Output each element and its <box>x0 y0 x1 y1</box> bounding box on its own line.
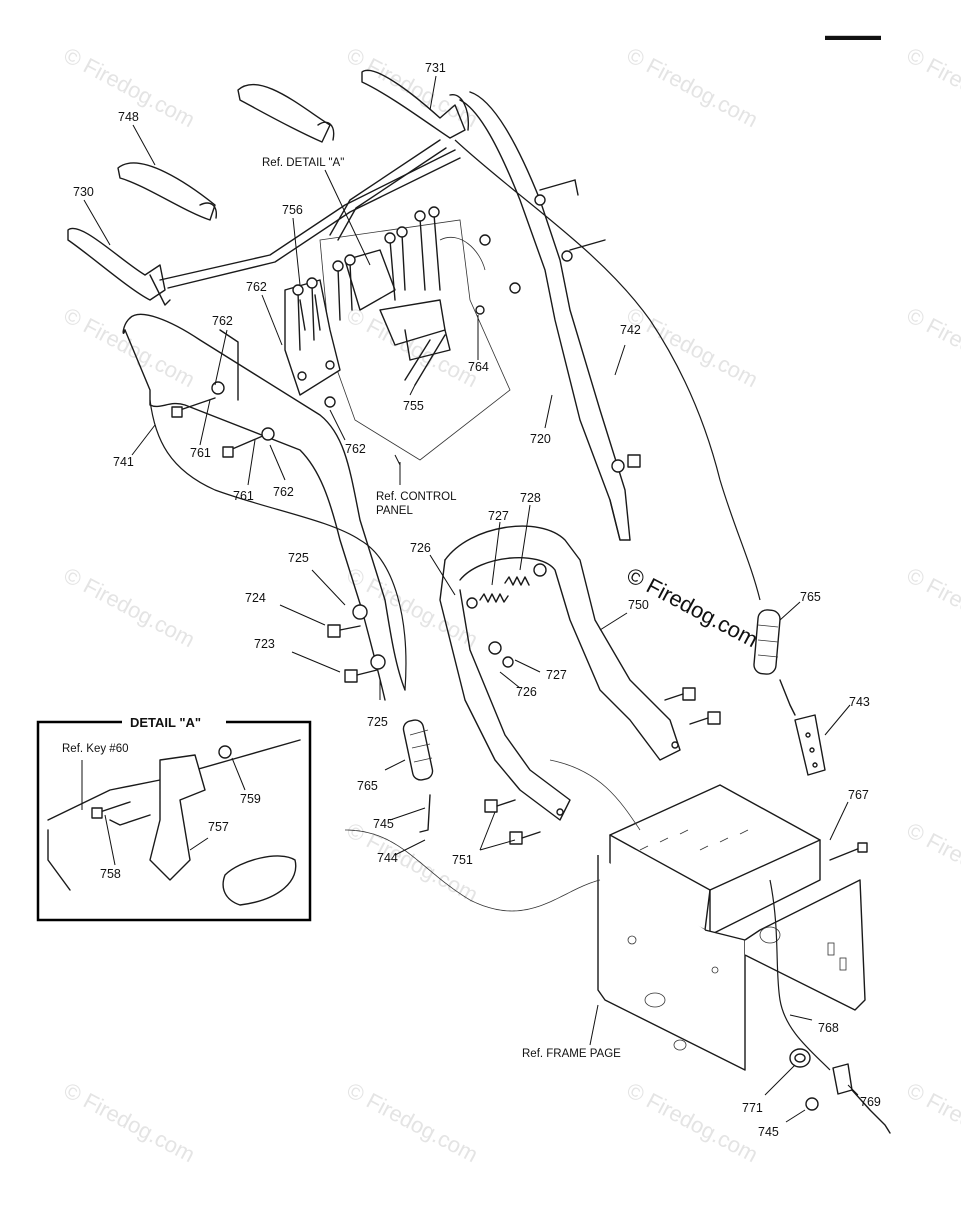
callout-768: 768 <box>818 1021 839 1035</box>
ghost-outline <box>344 829 601 912</box>
callout-724: 724 <box>245 591 266 605</box>
callout-765: 765 <box>800 590 821 604</box>
watermark: © Firedog.com <box>60 1077 199 1167</box>
callout-731: 731 <box>425 61 446 75</box>
cable-742 <box>454 139 761 601</box>
detail-ref-key: Ref. Key #60 <box>62 743 128 755</box>
ref-frame-page: Ref. FRAME PAGE <box>522 1048 621 1060</box>
callout-725: 725 <box>288 551 309 565</box>
callout-labels: 731 748 730 756 762 762 764 755 742 720 … <box>73 61 881 1139</box>
right-bolts <box>475 179 606 315</box>
bracket-769 <box>832 1063 891 1134</box>
ref-control-panel-line2: PANEL <box>376 505 413 517</box>
bushing-771 <box>789 1048 811 1068</box>
bolts-751 <box>484 454 721 845</box>
left-bolts-761 <box>171 381 336 458</box>
right-handle-731 <box>329 69 469 241</box>
watermark: © Firedog.com <box>903 1077 961 1167</box>
header-mark: ▬▬▬▬ <box>825 27 881 43</box>
bolt-767 <box>829 842 868 861</box>
frame <box>597 784 866 1071</box>
callout-726: 726 <box>516 685 537 699</box>
nut-745 <box>805 1097 819 1111</box>
watermark: © Firedog.com <box>623 1077 762 1167</box>
callout-761: 761 <box>233 489 254 503</box>
detail-a-title: DETAIL "A" <box>130 715 201 730</box>
ghost-outline-2 <box>549 759 641 831</box>
callout-751: 751 <box>452 853 473 867</box>
watermark: © Firedog.com <box>903 817 961 907</box>
callout-745: 745 <box>758 1125 779 1139</box>
bolts-756 <box>292 206 441 351</box>
leader-lines <box>83 75 859 1123</box>
ref-detail-a: Ref. DETAIL "A" <box>262 157 344 169</box>
callout-725: 725 <box>367 715 388 729</box>
callout-727: 727 <box>546 668 567 682</box>
callout-762: 762 <box>246 280 267 294</box>
right-handle-720 <box>459 91 631 541</box>
callout-756: 756 <box>282 203 303 217</box>
callout-765: 765 <box>357 779 378 793</box>
callout-762: 762 <box>345 442 366 456</box>
callout-748: 748 <box>118 110 139 124</box>
watermark: © Firedog.com <box>60 562 199 652</box>
callout-727: 727 <box>488 509 509 523</box>
callout-742: 742 <box>620 323 641 337</box>
cable-hook-744 <box>419 794 431 833</box>
callout-745: 745 <box>373 817 394 831</box>
callout-762: 762 <box>273 485 294 499</box>
bolts-723-724 <box>327 604 386 683</box>
watermark: © Firedog.com <box>623 302 762 392</box>
handle-grip-upper <box>237 83 335 143</box>
callout-726: 726 <box>410 541 431 555</box>
callout-720: 720 <box>530 432 551 446</box>
grip-765-left <box>402 719 434 781</box>
callout-723: 723 <box>254 637 275 651</box>
watermark: © Firedog.com <box>343 1077 482 1167</box>
watermark: © Firedog.com <box>903 302 961 392</box>
watermark: © Firedog.com <box>623 42 762 132</box>
callout-741: 741 <box>113 455 134 469</box>
detail-callout-759: 759 <box>240 792 261 806</box>
callout-750: 750 <box>628 598 649 612</box>
callout-728: 728 <box>520 491 541 505</box>
ref-control-panel-line1: Ref. CONTROL <box>376 491 457 503</box>
callout-744: 744 <box>377 851 398 865</box>
detail-a-box <box>36 714 312 922</box>
bracket-743 <box>794 714 826 776</box>
detail-callout-757: 757 <box>208 820 229 834</box>
handle-grip-748 <box>117 162 217 221</box>
cable-741 <box>149 399 407 691</box>
callout-767: 767 <box>848 788 869 802</box>
callout-769: 769 <box>860 1095 881 1109</box>
callout-771: 771 <box>742 1101 763 1115</box>
drive-lever-750 <box>439 525 681 821</box>
watermark: © Firedog.com <box>903 562 961 652</box>
watermark: © Firedog.com <box>60 302 199 392</box>
springs <box>466 563 547 668</box>
cable-768 <box>769 879 831 1071</box>
callout-764: 764 <box>468 360 489 374</box>
left-handle-730 <box>67 149 461 306</box>
grip-765-right <box>753 609 781 675</box>
callout-762: 762 <box>212 314 233 328</box>
detail-callout-758: 758 <box>100 867 121 881</box>
callout-755: 755 <box>403 399 424 413</box>
watermark: © Firedog.com <box>903 42 961 132</box>
callout-730: 730 <box>73 185 94 199</box>
cable-hook-right <box>779 679 796 716</box>
shift-rods-755 <box>404 334 446 386</box>
callout-743: 743 <box>849 695 870 709</box>
callout-761: 761 <box>190 446 211 460</box>
